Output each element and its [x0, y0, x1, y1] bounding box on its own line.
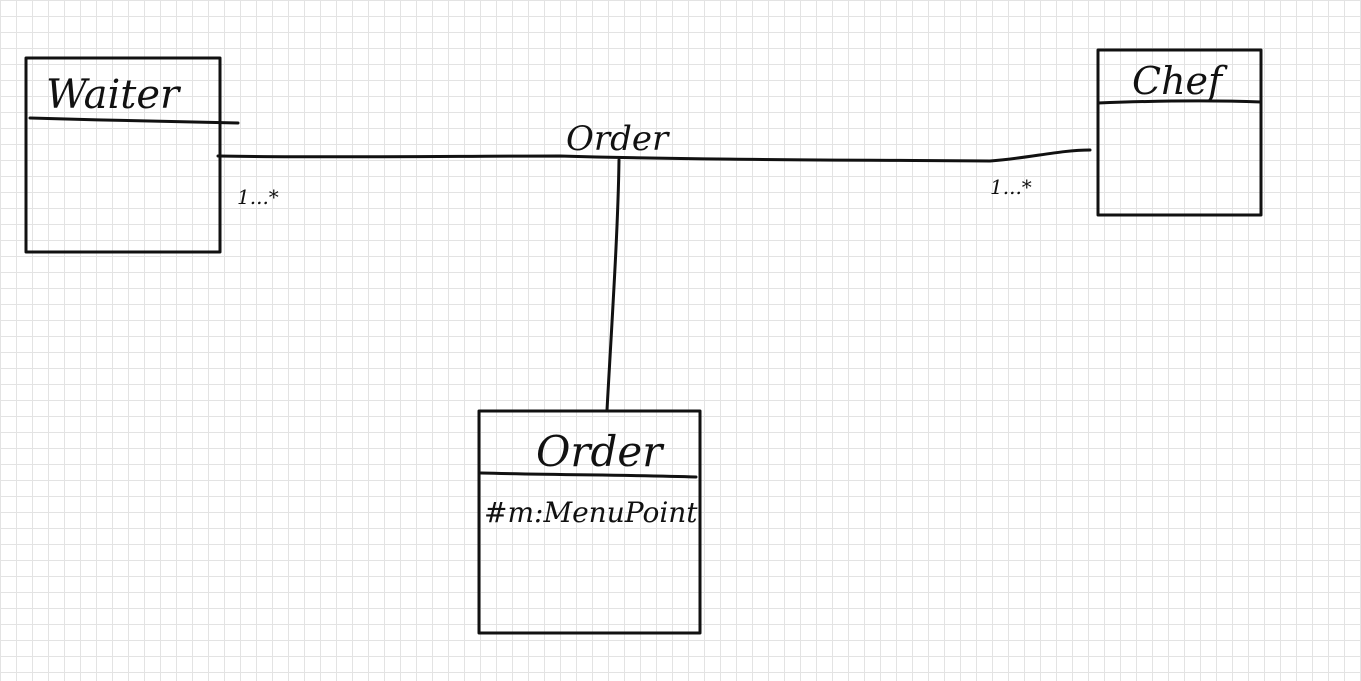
- class-order-box: [477, 409, 702, 635]
- class-waiter: Waiter: [24, 56, 240, 254]
- association-label: Order: [566, 119, 670, 159]
- class-chef-name: Chef: [1132, 59, 1228, 103]
- class-chef-divider: [1096, 99, 1263, 105]
- class-order: Order #m:MenuPoint: [477, 409, 702, 635]
- class-order-name: Order: [536, 427, 665, 476]
- association-line: [216, 148, 1092, 163]
- association-class-connector: [605, 158, 621, 412]
- waiter-multiplicity: 1...*: [237, 185, 279, 209]
- chef-multiplicity: 1...*: [990, 175, 1032, 199]
- class-chef-box: [1096, 48, 1263, 217]
- class-order-attribute: #m:MenuPoint: [484, 496, 698, 529]
- class-waiter-name: Waiter: [46, 72, 182, 118]
- class-chef: Chef: [1096, 48, 1263, 217]
- class-order-divider: [479, 471, 698, 479]
- class-waiter-divider: [28, 116, 240, 125]
- class-waiter-box: [24, 56, 222, 254]
